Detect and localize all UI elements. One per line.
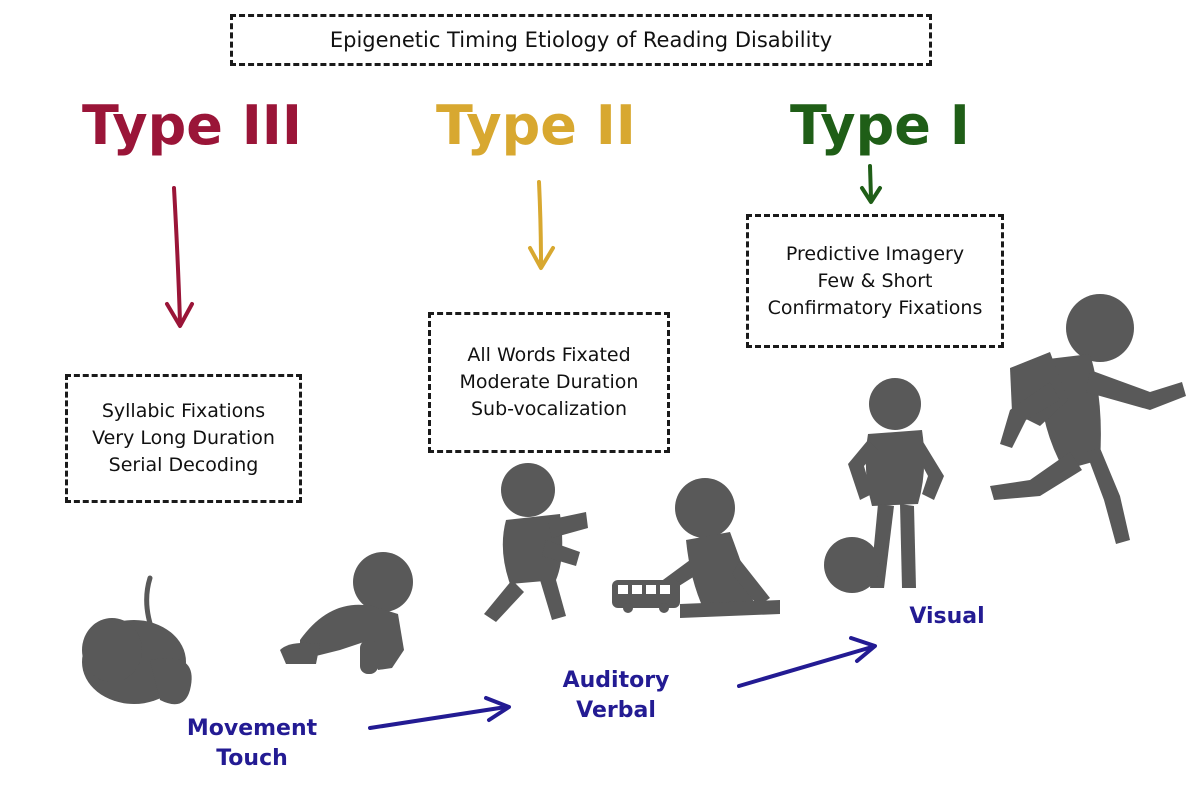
running-child-with-backpack-icon xyxy=(990,294,1186,544)
type-1-line-3: Confirmatory Fixations xyxy=(767,296,983,319)
stage-arrow-1 xyxy=(368,696,511,730)
stage-3-line-1: Visual xyxy=(909,604,985,629)
stage-label-visual: Visual xyxy=(900,602,994,632)
type-1-arrow xyxy=(860,164,882,204)
stage-label-auditory-verbal: Auditory Verbal xyxy=(550,666,682,726)
type-2-line-2: Moderate Duration xyxy=(459,371,639,393)
stage-2-line-2: Verbal xyxy=(576,698,656,723)
type-1-description-box: Predictive Imagery Few & Short Confirmat… xyxy=(746,214,1004,348)
stage-label-movement-touch: Movement Touch xyxy=(180,714,324,774)
stage-2-line-1: Auditory xyxy=(562,668,670,693)
type-1-line-1: Predictive Imagery xyxy=(785,242,965,265)
type-3-line-2: Very Long Duration xyxy=(92,427,275,449)
toddler-walking-icon xyxy=(484,463,588,622)
child-with-ball-icon xyxy=(824,378,944,593)
type-1-line-2: Few & Short xyxy=(817,269,933,292)
stage-1-line-2: Touch xyxy=(216,746,288,771)
type-3-description-box: Syllabic Fixations Very Long Duration Se… xyxy=(65,374,302,503)
fetus-icon xyxy=(82,575,192,705)
type-1-heading: Type I xyxy=(790,94,970,157)
type-2-line-1: All Words Fixated xyxy=(467,344,631,366)
type-3-line-3: Serial Decoding xyxy=(108,454,259,476)
type-3-arrow xyxy=(165,186,194,328)
stage-arrow-2 xyxy=(737,636,877,688)
diagram-title-box: Epigenetic Timing Etiology of Reading Di… xyxy=(230,14,932,66)
type-3-line-1: Syllabic Fixations xyxy=(101,400,266,422)
type-2-heading: Type II xyxy=(436,94,636,157)
stage-1-line-1: Movement xyxy=(186,716,318,741)
diagram-title: Epigenetic Timing Etiology of Reading Di… xyxy=(329,28,833,52)
crawling-baby-icon xyxy=(280,552,413,674)
type-2-line-3: Sub-vocalization xyxy=(470,398,628,420)
type-3-heading: Type III xyxy=(82,94,302,157)
type-2-description-box: All Words Fixated Moderate Duration Sub-… xyxy=(428,312,670,453)
child-playing-with-toy-bus-icon xyxy=(612,478,780,618)
type-2-arrow xyxy=(528,180,555,270)
